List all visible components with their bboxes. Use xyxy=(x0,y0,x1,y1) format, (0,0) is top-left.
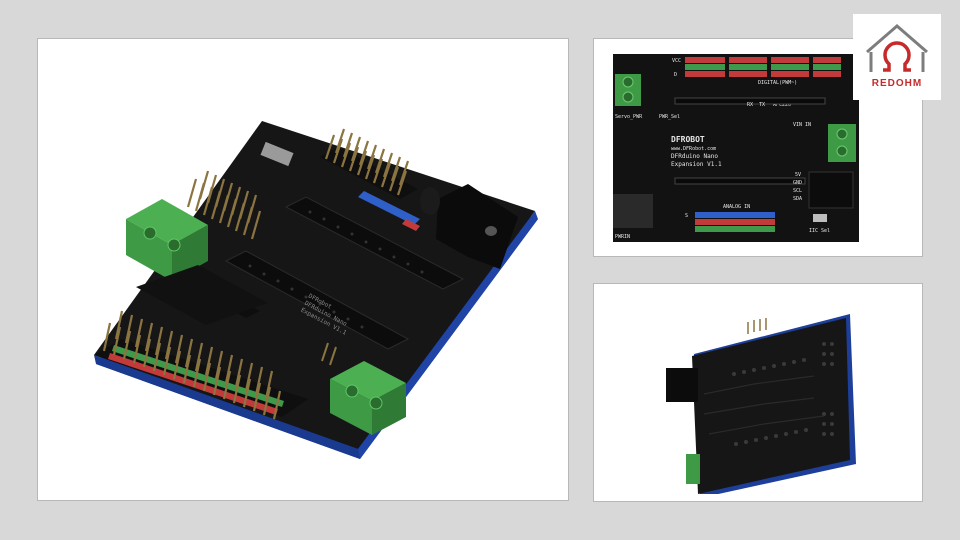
top-silk-url: www.DFRobot.com xyxy=(671,146,716,152)
label-sda: SDA xyxy=(793,196,802,202)
iic-switch xyxy=(813,214,827,222)
dc-jack xyxy=(613,194,653,228)
logo-text: REDOHM xyxy=(871,78,923,89)
digital-header xyxy=(685,57,841,77)
label-scl: SCL xyxy=(793,188,802,194)
nano-socket-upper xyxy=(284,196,465,290)
top-silk-brand: DFROBOT xyxy=(671,135,705,144)
iic-header xyxy=(808,171,854,209)
analog-header xyxy=(695,212,775,232)
terminal-block-left xyxy=(126,199,208,281)
back-pcb xyxy=(692,318,850,494)
label-pwr-sel: PWR_Sel xyxy=(659,114,680,120)
top-view-panel: VCC D Servo_PWR PWR_Sel DIGITAL(PWM~) AP… xyxy=(593,38,923,257)
label-rx: RX xyxy=(747,102,753,108)
back-pin-holes xyxy=(732,342,834,446)
redohm-logo: REDOHM xyxy=(853,14,941,100)
nano-socket-lower xyxy=(224,250,410,350)
back-view-panel xyxy=(593,283,923,502)
header-pins-lower-left xyxy=(102,310,282,420)
terminal-block-right xyxy=(330,361,406,435)
back-green-terminal xyxy=(686,454,700,484)
main-render-panel: DFRobot DFRduino Nano Expansion V1.1 xyxy=(37,38,569,501)
slide-switch xyxy=(260,141,294,167)
label-iic-sel: IIC Sel xyxy=(809,228,830,234)
label-tx: TX xyxy=(759,102,765,108)
board-top-photo: VCC D Servo_PWR PWR_Sel DIGITAL(PWM~) AP… xyxy=(613,54,859,242)
board-back-photo xyxy=(664,304,864,494)
label-5v: 5V xyxy=(795,172,801,178)
servo-pwr-terminal xyxy=(615,74,641,106)
label-servo-pwr: Servo_PWR xyxy=(615,114,643,120)
top-silk-model: DFRduino Nano xyxy=(671,153,718,160)
house-omega-icon xyxy=(866,24,928,72)
label-vin-in: VIN IN xyxy=(793,122,811,128)
header-pins-upper-left xyxy=(186,170,262,240)
header-pins-back xyxy=(324,128,410,196)
board-3d-render: DFRobot DFRduino Nano Expansion V1.1 xyxy=(94,121,538,459)
label-analog-in: ANALOG IN xyxy=(723,204,750,210)
dc-power-jack xyxy=(436,184,518,269)
label-pwrin: PWRIN xyxy=(615,234,630,240)
label-d: D xyxy=(674,72,677,78)
vin-terminal xyxy=(828,124,856,162)
back-dc-jack xyxy=(666,368,698,402)
label-digital: DIGITAL(PWM~) xyxy=(758,80,797,86)
top-silk-version: Expansion V1.1 xyxy=(671,161,722,168)
capacitor xyxy=(420,187,440,215)
label-apc220: APC220 xyxy=(773,102,791,108)
label-gnd: GND xyxy=(793,180,802,186)
label-s: S xyxy=(685,213,688,219)
label-vcc: VCC xyxy=(672,58,681,64)
